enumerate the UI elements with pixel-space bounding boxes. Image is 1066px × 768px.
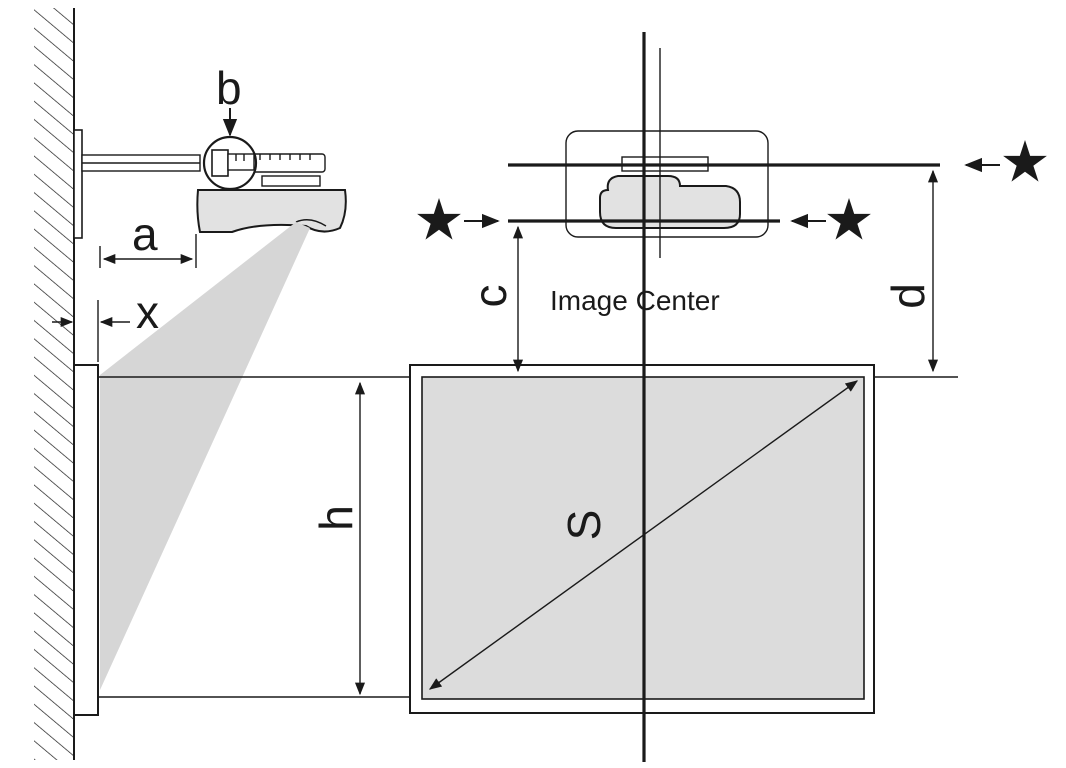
dimension-x <box>52 300 130 362</box>
screen-side-view <box>73 364 99 716</box>
label-s: S <box>558 510 610 541</box>
label-h: h <box>310 505 362 531</box>
star-icon <box>1003 140 1047 182</box>
dimension-a <box>99 234 197 268</box>
label-b: b <box>216 62 242 114</box>
star-marker-top-right <box>964 140 1047 182</box>
star-icon <box>417 198 461 240</box>
projector-side-view <box>196 135 347 233</box>
label-a: a <box>132 208 158 260</box>
wall-mount <box>73 129 201 239</box>
label-x: x <box>136 286 159 338</box>
wall <box>34 8 75 760</box>
label-d: d <box>882 283 934 309</box>
projector-top-view <box>565 48 769 258</box>
screen-front-view <box>409 364 875 714</box>
label-image-center: Image Center <box>550 285 720 316</box>
star-marker-right <box>790 198 871 240</box>
star-icon <box>827 198 871 240</box>
label-c: c <box>464 285 516 308</box>
star-marker-left <box>417 198 500 240</box>
projection-beam <box>100 222 310 690</box>
